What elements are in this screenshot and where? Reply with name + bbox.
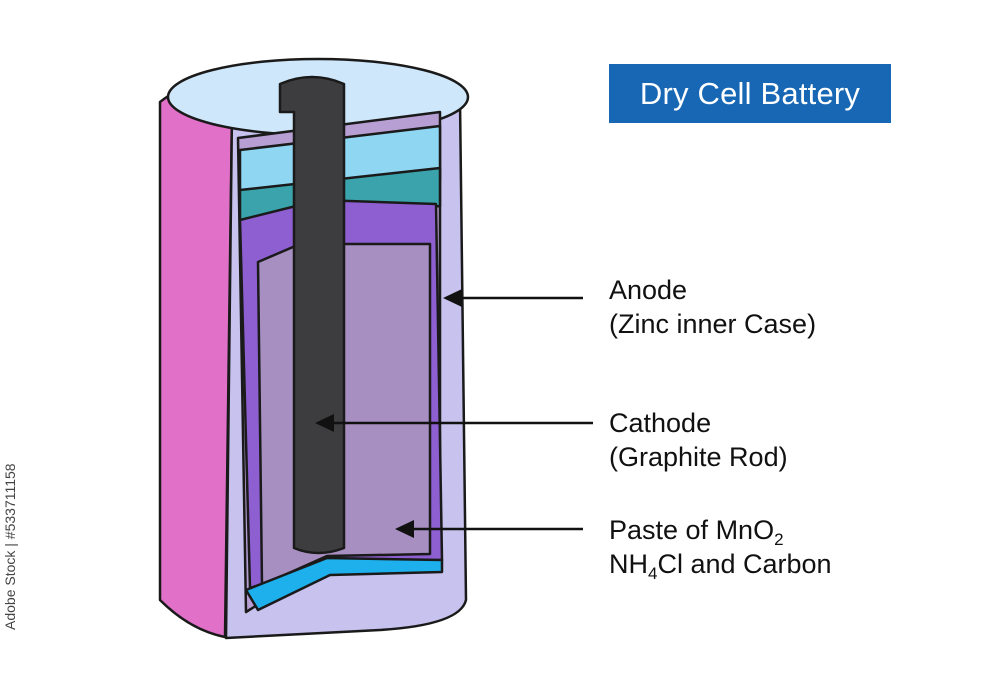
arrow-left-icon: [443, 289, 462, 307]
anode-label-line2: (Zinc inner Case): [609, 309, 817, 339]
outer-case: [158, 86, 234, 639]
bottom-layer: [244, 556, 444, 612]
paste-label-line2: NH4Cl and Carbon: [609, 549, 832, 583]
anode-label: Anode (Zinc inner Case): [609, 273, 816, 341]
paste-label-line1: Paste of MnO2: [609, 515, 784, 549]
arrow-left-icon: [315, 414, 334, 432]
cathode-label-line1: Cathode: [609, 408, 712, 438]
anode-label-line1: Anode: [609, 275, 688, 305]
arrow-left-icon: [395, 520, 414, 538]
cathode-label-line2: (Graphite Rod): [609, 442, 788, 472]
cathode-label: Cathode (Graphite Rod): [609, 406, 788, 474]
paste-label: Paste of MnO2 NH4Cl and Carbon: [609, 513, 832, 583]
diagram-title: Dry Cell Battery: [609, 64, 891, 123]
stock-id-text: Adobe Stock | #533711158: [2, 463, 18, 631]
graphite-rod: [278, 75, 346, 555]
